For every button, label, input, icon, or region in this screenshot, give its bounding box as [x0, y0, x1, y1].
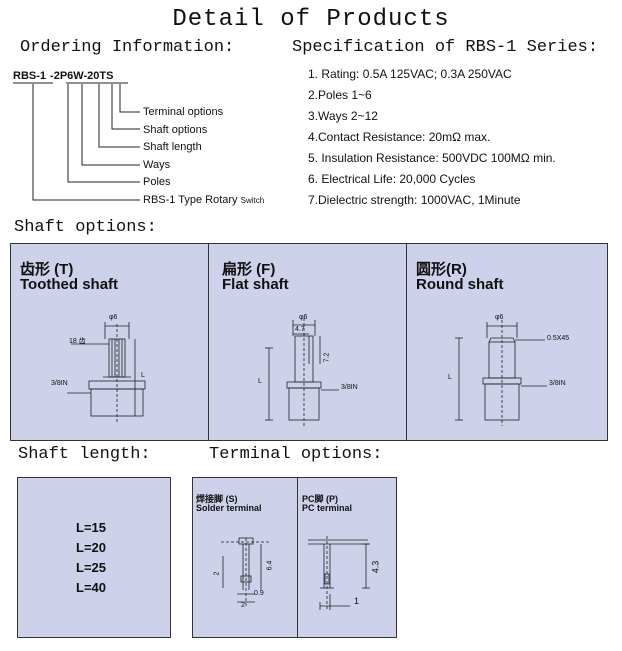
- flat-dim-flat-length: 7.2: [323, 352, 331, 363]
- code-dash: -: [50, 70, 54, 82]
- round-en: Round shaft: [416, 276, 504, 293]
- spec-heading: Specification of RBS-1 Series:: [292, 38, 599, 57]
- ordering-heading: Ordering Information:: [20, 38, 235, 57]
- toothed-dim-length: L: [141, 372, 145, 379]
- round-cn: 圆形(R): [416, 261, 467, 278]
- spec-item-6: 6. Electrical Life: 20,000 Cycles: [308, 172, 476, 186]
- code-length: 20: [87, 70, 100, 82]
- flat-cn: 扁形 (F): [222, 261, 276, 278]
- spec-item-3: 3.Ways 2~12: [308, 109, 378, 123]
- terminal-options-heading: Terminal options:: [209, 445, 383, 464]
- label-poles: Poles: [143, 176, 171, 188]
- toothed-dim-thread: 3/8IN: [51, 380, 68, 387]
- toothed-shaft-drawing-icon: [67, 322, 146, 422]
- spec-item-1: 1. Rating: 0.5A 125VAC; 0.3A 250VAC: [308, 67, 512, 81]
- toothed-en: Toothed shaft: [20, 276, 119, 293]
- code-terminal: S: [106, 70, 114, 82]
- code-shaft: T: [99, 70, 107, 82]
- pc-dim-height: 4.3: [370, 560, 381, 574]
- spec-item-5: 5. Insulation Resistance: 500VDC 100MΩ m…: [308, 151, 556, 165]
- flat-dim-width: 4.7: [295, 326, 305, 333]
- panel-toothed-shaft: 齿形 (T) Toothed shaft φ6 18 齿 3/8IN L: [10, 243, 210, 441]
- shaft-options-heading: Shaft options:: [14, 218, 157, 237]
- ordering-leader-lines: [13, 82, 140, 201]
- solder-dim-width: 0.9: [254, 590, 264, 597]
- code-ways: 6: [67, 70, 74, 82]
- flat-en: Flat shaft: [222, 276, 289, 293]
- solder-terminal-drawing-icon: [221, 537, 269, 606]
- solder-dim-pitch: 2: [241, 602, 245, 609]
- round-dim-chamfer: 0.5X45: [547, 335, 570, 342]
- solder-dim-tab: 2: [213, 571, 221, 576]
- toothed-cn: 齿形 (T): [20, 261, 74, 278]
- panel-pc-terminal: PC脚 (P) PC terminal 4.3 1: [297, 477, 397, 638]
- label-terminal-options: Terminal options: [143, 106, 224, 118]
- label-shaft-length: Shaft length: [143, 141, 202, 153]
- round-dim-thread: 3/8IN: [549, 380, 566, 387]
- panel-round-shaft: 圆形(R) Round shaft φ6 0.5X45 3/8IN L: [406, 243, 608, 441]
- length-15: L=15: [76, 520, 106, 535]
- flat-dim-diameter: φ6: [299, 314, 308, 321]
- order-code: RBS-1-2P6W-20TS: [13, 70, 113, 82]
- code-poles: 2: [53, 70, 60, 82]
- label-switch-word: Switch: [240, 196, 265, 205]
- toothed-dim-teeth: 18 齿: [69, 338, 86, 345]
- code-dash: -: [36, 70, 40, 82]
- spec-item-7: 7.Dielectric strength: 1000VAC, 1Minute: [308, 193, 521, 207]
- pc-en: PC terminal: [302, 503, 353, 513]
- shaft-length-heading: Shaft length:: [18, 445, 151, 464]
- toothed-dim-diameter: φ6: [109, 314, 118, 321]
- round-dim-length: L: [448, 374, 452, 381]
- code-dash: -: [83, 70, 88, 82]
- pc-cn: PC脚 (P): [302, 494, 339, 504]
- label-ways: Ways: [143, 159, 171, 171]
- code-w: W: [73, 70, 84, 82]
- panel-flat-shaft: 扁形 (F) Flat shaft φ6 4.7 7.2 3/8IN L: [208, 243, 408, 441]
- label-shaft-options: Shaft options: [143, 124, 208, 136]
- code-type: 1: [39, 70, 47, 82]
- code-series: RBS: [13, 70, 37, 82]
- length-25: L=25: [76, 560, 106, 575]
- page-title: Detail of Products: [172, 6, 450, 33]
- spec-item-2: 2.Poles 1~6: [308, 88, 372, 102]
- length-40: L=40: [76, 580, 106, 595]
- label-type-text: RBS-1 Type Rotary: [143, 194, 238, 206]
- label-type: RBS-1 Type Rotary Switch: [143, 194, 264, 206]
- round-dim-diameter: φ6: [495, 314, 504, 321]
- panel-solder-terminal: 焊接脚 (S) Solder terminal 6.4 2 0.9 2: [192, 477, 298, 638]
- round-shaft-drawing-icon: [455, 320, 547, 426]
- pc-dim-pitch: 1: [354, 596, 360, 606]
- flat-dim-length: L: [258, 378, 262, 385]
- spec-item-4: 4.Contact Resistance: 20mΩ max.: [308, 130, 491, 144]
- code-p: P: [59, 70, 68, 82]
- solder-dim-height: 6.4: [266, 560, 274, 571]
- pc-terminal-drawing-icon: [308, 536, 370, 610]
- panel-shaft-length: L=15 L=20 L=25 L=40: [17, 477, 171, 638]
- flat-dim-thread: 3/8IN: [341, 384, 358, 391]
- flat-shaft-drawing-icon: [265, 318, 339, 426]
- length-20: L=20: [76, 540, 106, 555]
- solder-en: Solder terminal: [196, 503, 262, 513]
- solder-cn: 焊接脚 (S): [196, 494, 238, 504]
